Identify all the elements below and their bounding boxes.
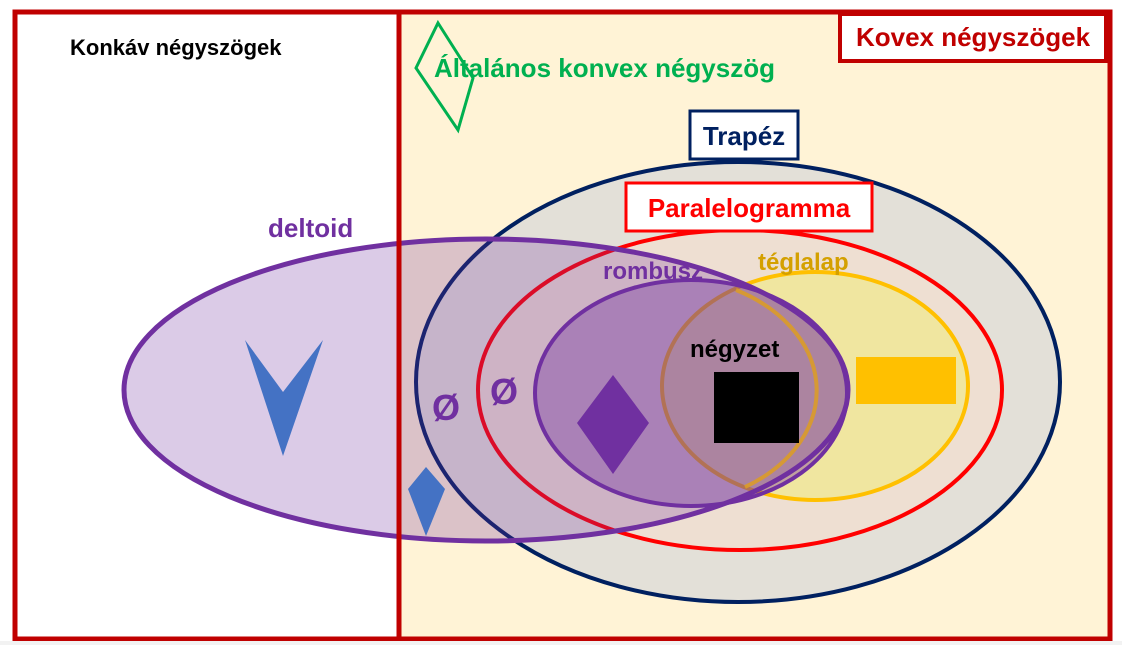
kite-label: deltoid <box>268 213 353 243</box>
concave-label: Konkáv négyszögek <box>70 35 282 60</box>
trapezoid-label-box <box>688 109 800 161</box>
convex-label: Kovex négyszögek <box>856 22 1091 52</box>
rectangle-shape <box>856 357 956 404</box>
kite-set <box>121 236 851 544</box>
square-shape <box>714 372 799 443</box>
general-quadrilateral-shape <box>414 19 475 134</box>
empty-set-label-2: Ø <box>490 371 518 412</box>
rhombus-label: rombusz <box>603 258 703 285</box>
concave-kite-shape <box>245 340 323 456</box>
empty-set-label-1: Ø <box>432 387 460 428</box>
parallelogram-label: Paralelogramma <box>648 193 851 223</box>
trapezoid-label: Trapéz <box>703 121 785 151</box>
general-convex-label: Általános konvex négyszög <box>434 53 775 83</box>
convex-label-box <box>838 12 1108 63</box>
rectangle-set-outline-overlay <box>735 288 819 489</box>
convex-frame <box>396 9 1113 642</box>
rhombus-shape <box>577 375 649 474</box>
bottom-strip <box>0 641 1122 645</box>
convex-kite-shape <box>408 467 445 536</box>
square-label: négyzet <box>690 336 779 363</box>
rectangle-label: téglalap <box>758 249 849 276</box>
parallelogram-label-box <box>624 181 874 233</box>
